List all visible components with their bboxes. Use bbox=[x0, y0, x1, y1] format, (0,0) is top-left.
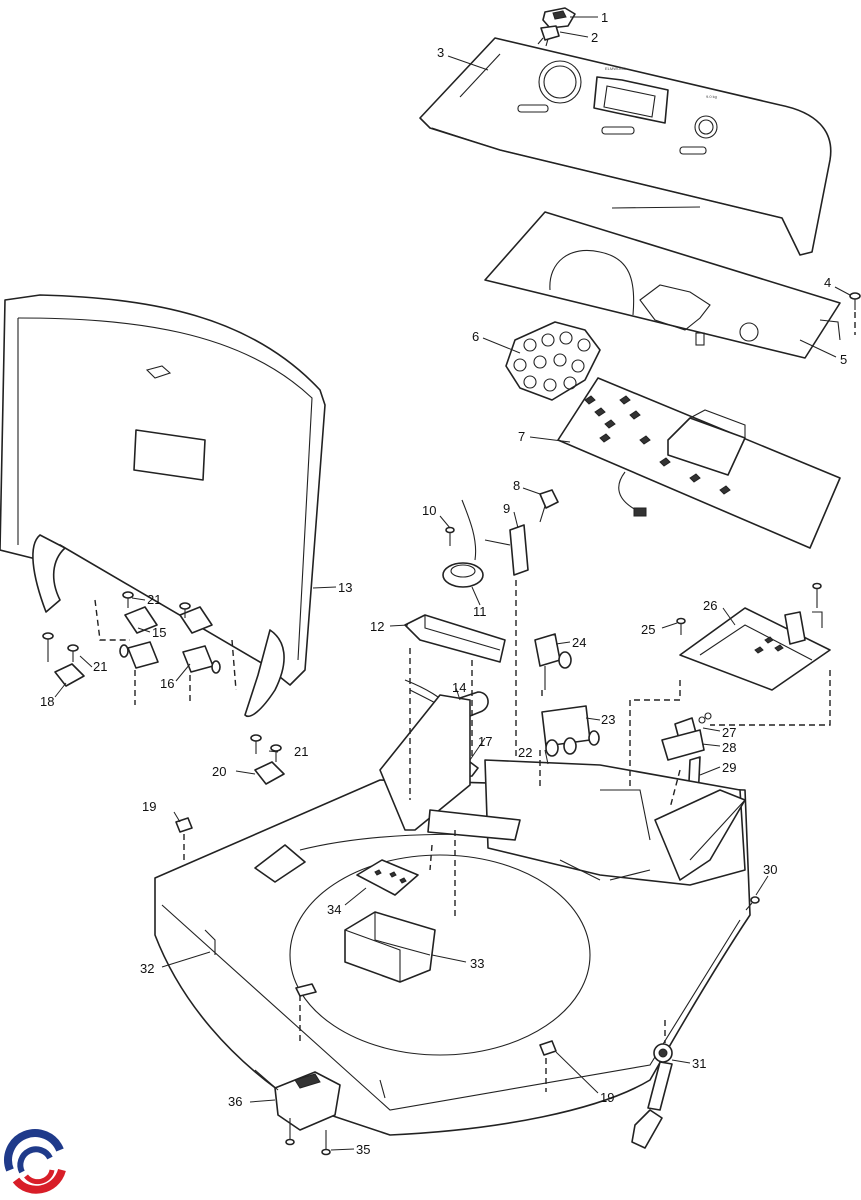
part-10-screw bbox=[445, 526, 455, 546]
part-8-plug bbox=[539, 489, 559, 523]
brand-logo bbox=[4, 1129, 66, 1196]
part-12-filter-cover bbox=[404, 614, 506, 663]
part-31-lever bbox=[631, 1020, 673, 1149]
part-24-inlet-valve bbox=[534, 633, 572, 690]
callout-30: 30 bbox=[763, 862, 777, 877]
callout-8: 8 bbox=[513, 478, 520, 493]
callout-2: 2 bbox=[591, 30, 598, 45]
callout-7: 7 bbox=[518, 429, 525, 444]
callout-34: 34 bbox=[327, 902, 341, 917]
callout-18: 18 bbox=[40, 694, 54, 709]
svg-text:9.0 kg: 9.0 kg bbox=[706, 94, 717, 99]
callout-labels: 1 2 3 4 5 6 7 8 9 10 11 12 13 14 15 16 1… bbox=[40, 10, 847, 1157]
part-23-double-valve bbox=[541, 705, 600, 757]
part-25-screw bbox=[676, 617, 686, 635]
callout-22: 22 bbox=[518, 745, 532, 760]
callout-19a: 19 bbox=[142, 799, 156, 814]
callout-21c: 21 bbox=[294, 744, 308, 759]
part-20-hinge-clip bbox=[254, 761, 285, 785]
callout-32: 32 bbox=[140, 961, 154, 976]
part-26-motor-board bbox=[679, 582, 831, 691]
part-19-foot-pads bbox=[175, 817, 557, 1092]
callout-26: 26 bbox=[703, 598, 717, 613]
callout-21b: 21 bbox=[93, 659, 107, 674]
hinge-dashed-guides bbox=[94, 599, 237, 705]
part-3-control-panel: ELMWOOD 9.0 kg bbox=[419, 37, 832, 256]
part-15-hinge-bracket bbox=[124, 606, 213, 634]
part-1-switch bbox=[542, 7, 576, 29]
callout-29: 29 bbox=[722, 760, 736, 775]
callout-36: 36 bbox=[228, 1094, 242, 1109]
callout-31: 31 bbox=[692, 1056, 706, 1071]
callout-19b: 19 bbox=[600, 1090, 614, 1105]
part-4-screw bbox=[849, 292, 861, 335]
callout-9: 9 bbox=[503, 501, 510, 516]
callout-24: 24 bbox=[572, 635, 586, 650]
part-32-top-cover bbox=[154, 694, 751, 1136]
part-9-bracket bbox=[509, 524, 529, 576]
part-34-drawer-insert bbox=[356, 859, 419, 896]
part-16-hinge-pins bbox=[119, 641, 221, 674]
callout-35: 35 bbox=[356, 1142, 370, 1157]
callout-25: 25 bbox=[641, 622, 655, 637]
callout-27: 27 bbox=[722, 725, 736, 740]
callout-1: 1 bbox=[601, 10, 608, 25]
part-2-connector bbox=[537, 25, 560, 47]
callout-6: 6 bbox=[472, 329, 479, 344]
part-5-panel-plate bbox=[484, 211, 841, 359]
callout-23: 23 bbox=[601, 712, 615, 727]
part-11-pressure-switch bbox=[442, 499, 511, 588]
callout-21a: 21 bbox=[147, 592, 161, 607]
callout-20: 20 bbox=[212, 764, 226, 779]
callout-11: 11 bbox=[473, 604, 487, 619]
callout-4: 4 bbox=[824, 275, 831, 290]
callout-15: 15 bbox=[152, 625, 166, 640]
part-6-button-cluster bbox=[505, 321, 601, 401]
callout-leader-lines bbox=[54, 16, 851, 1151]
part-13-lid bbox=[0, 294, 326, 717]
part-36-drain-unit bbox=[254, 1069, 341, 1131]
part-35-screws bbox=[285, 1118, 331, 1156]
callout-14: 14 bbox=[452, 680, 466, 695]
part-7-control-board bbox=[557, 377, 841, 549]
callout-5: 5 bbox=[840, 352, 847, 367]
callout-12: 12 bbox=[370, 619, 384, 634]
callout-3: 3 bbox=[437, 45, 444, 60]
part-21-screws bbox=[42, 591, 282, 762]
callout-16: 16 bbox=[160, 676, 174, 691]
assembly-dashed-lines bbox=[409, 580, 831, 920]
callout-13: 13 bbox=[338, 580, 352, 595]
callout-28: 28 bbox=[722, 740, 736, 755]
callout-10: 10 bbox=[422, 503, 436, 518]
part-18-hinge-clip bbox=[54, 663, 85, 687]
callout-17: 17 bbox=[478, 734, 492, 749]
part-33-detergent-drawer bbox=[344, 911, 436, 983]
callout-33: 33 bbox=[470, 956, 484, 971]
part-28-lock-bracket bbox=[661, 729, 705, 761]
part-30-screw bbox=[745, 896, 760, 911]
svg-text:ELMWOOD: ELMWOOD bbox=[605, 66, 626, 71]
